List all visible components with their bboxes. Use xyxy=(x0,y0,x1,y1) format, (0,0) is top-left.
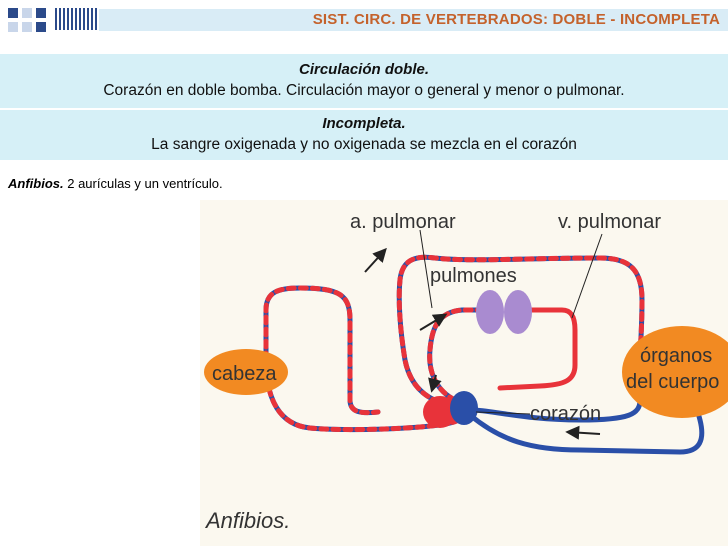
vessels xyxy=(263,254,705,455)
flow-arrow xyxy=(419,313,448,331)
decor-square xyxy=(36,22,46,32)
body-organs xyxy=(622,326,728,418)
info-box-text: Corazón en doble bomba. Circulación mayo… xyxy=(103,82,625,99)
circulation-diagram: a. pulmonar v. pulmonar pulmones órganos… xyxy=(200,200,728,546)
label-corazon: corazón xyxy=(530,403,601,425)
decor-square xyxy=(22,22,32,32)
label-anfibios: Anfibios. xyxy=(204,508,290,533)
heart-shape xyxy=(423,391,478,428)
decor-square xyxy=(22,8,32,18)
decor-square xyxy=(8,22,18,32)
info-box-incompleta: Incompleta. La sangre oxigenada y no oxi… xyxy=(0,110,728,160)
label-vena-pulmonar: v. pulmonar xyxy=(558,211,661,233)
info-box-text: La sangre oxigenada y no oxigenada se me… xyxy=(151,136,577,153)
info-box-heading: Circulación doble. xyxy=(298,61,430,78)
lungs-shape xyxy=(476,290,532,334)
flow-arrow xyxy=(565,425,601,440)
label-arteria-pulmonar: a. pulmonar xyxy=(350,211,456,233)
vessel-return xyxy=(467,387,705,455)
label-cabeza: cabeza xyxy=(212,363,277,385)
diagram-svg: a. pulmonar v. pulmonar pulmones órganos… xyxy=(204,211,728,533)
flow-arrow xyxy=(428,374,442,393)
flow-arrow xyxy=(364,247,387,273)
label-organos-2: del cuerpo xyxy=(626,371,719,393)
head-organ xyxy=(204,349,288,395)
label-organos: órganos xyxy=(640,345,712,367)
decor-stripes xyxy=(55,8,97,30)
info-box-heading: Incompleta. xyxy=(322,115,406,132)
page-title: SIST. CIRC. DE VERTEBRADOS: DOBLE - INCO… xyxy=(312,11,720,28)
figure-description: Anfibios. 2 aurículas y un ventrículo. xyxy=(8,176,223,191)
decor-square xyxy=(8,8,18,18)
pointer-line xyxy=(571,233,603,319)
title-bar xyxy=(99,9,728,31)
pointer-line xyxy=(475,411,531,415)
label-pulmones: pulmones xyxy=(430,265,517,287)
caption-bold: Anfibios. xyxy=(8,176,64,191)
info-box-doble: Circulación doble. Corazón en doble bomb… xyxy=(0,54,728,108)
vessel-pulmonary-vein xyxy=(497,307,578,391)
caption-text: 2 aurículas y un ventrículo. xyxy=(63,176,223,191)
decor-square xyxy=(36,8,46,18)
top-bar: SIST. CIRC. DE VERTEBRADOS: DOBLE - INCO… xyxy=(0,0,728,38)
pointer-line xyxy=(419,229,433,309)
